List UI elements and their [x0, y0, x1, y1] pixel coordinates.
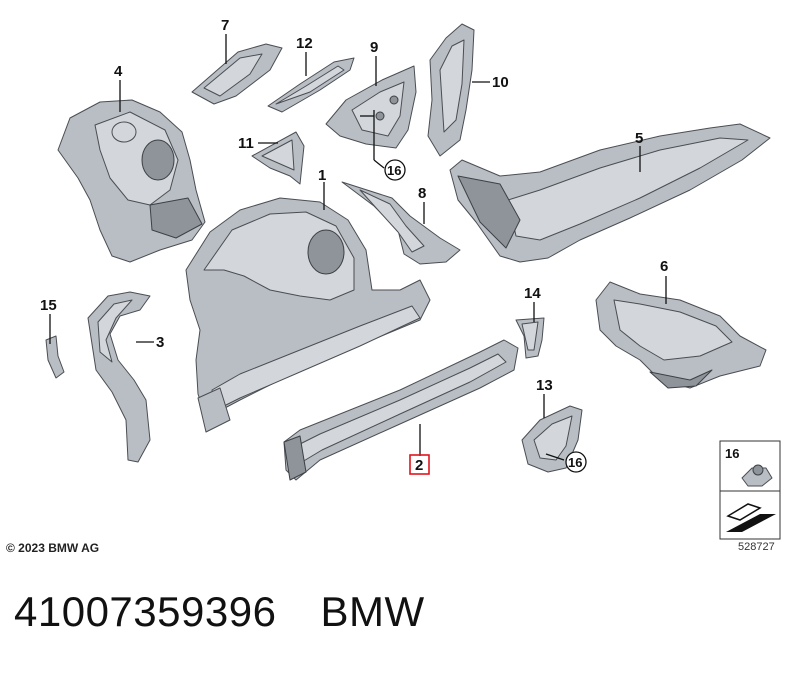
part-15-clip[interactable] — [45, 335, 65, 379]
part-2-side-member[interactable] — [283, 339, 519, 481]
part-11-gusset[interactable] — [251, 131, 305, 185]
callout-8[interactable]: 8 — [418, 185, 426, 202]
part-footer: 41007359396 BMW — [14, 588, 425, 636]
callout-6[interactable]: 6 — [660, 258, 668, 275]
callout-16-circle — [384, 159, 406, 181]
part-10-pillar[interactable] — [427, 23, 475, 157]
part-6-bracket-assembly[interactable] — [595, 281, 767, 389]
callout-13[interactable]: 13 — [536, 377, 553, 394]
legend-box-symbol — [719, 490, 781, 540]
part-8-bracket[interactable] — [341, 181, 461, 265]
callout-7[interactable]: 7 — [221, 17, 229, 34]
part-5-rail[interactable] — [449, 123, 771, 263]
callout-9[interactable]: 9 — [370, 39, 378, 56]
part-9-panel[interactable] — [325, 65, 417, 149]
callout-5[interactable]: 5 — [635, 130, 643, 147]
callout-3[interactable]: 3 — [156, 334, 164, 351]
callout-16-a[interactable]: 16 — [387, 163, 401, 178]
callout-4[interactable]: 4 — [114, 63, 123, 80]
part-3-arch-reinforcement[interactable] — [87, 291, 151, 463]
brand-name: BMW — [320, 588, 425, 635]
callout-11[interactable]: 11 — [238, 135, 254, 152]
legend-box-16[interactable]: 16 — [719, 440, 781, 492]
callout-16-circle — [565, 451, 587, 473]
callout-12[interactable]: 12 — [296, 35, 313, 52]
callout-1[interactable]: 1 — [318, 167, 326, 184]
leader-lines — [49, 34, 667, 461]
part-7-bracket[interactable] — [191, 43, 283, 105]
callout-16-b[interactable]: 16 — [568, 455, 582, 470]
part-number: 41007359396 — [14, 588, 277, 635]
callout-15[interactable]: 15 — [40, 297, 57, 314]
part-1-wheelhouse-assembly[interactable] — [185, 197, 431, 433]
part-14-bracket[interactable] — [515, 317, 545, 359]
diagram-number: 528727 — [738, 541, 775, 553]
part-12-strut[interactable] — [267, 57, 355, 113]
callout-14[interactable]: 14 — [524, 285, 541, 302]
callout-10[interactable]: 10 — [492, 74, 509, 91]
callout-2[interactable]: 2 — [415, 457, 423, 474]
part-13-mount[interactable] — [521, 405, 583, 473]
callout-2-highlight-box — [409, 454, 430, 475]
part-4-wheel-arch[interactable] — [57, 99, 206, 263]
legend-16-label: 16 — [725, 446, 739, 461]
copyright-text: © 2023 BMW AG — [6, 541, 100, 555]
